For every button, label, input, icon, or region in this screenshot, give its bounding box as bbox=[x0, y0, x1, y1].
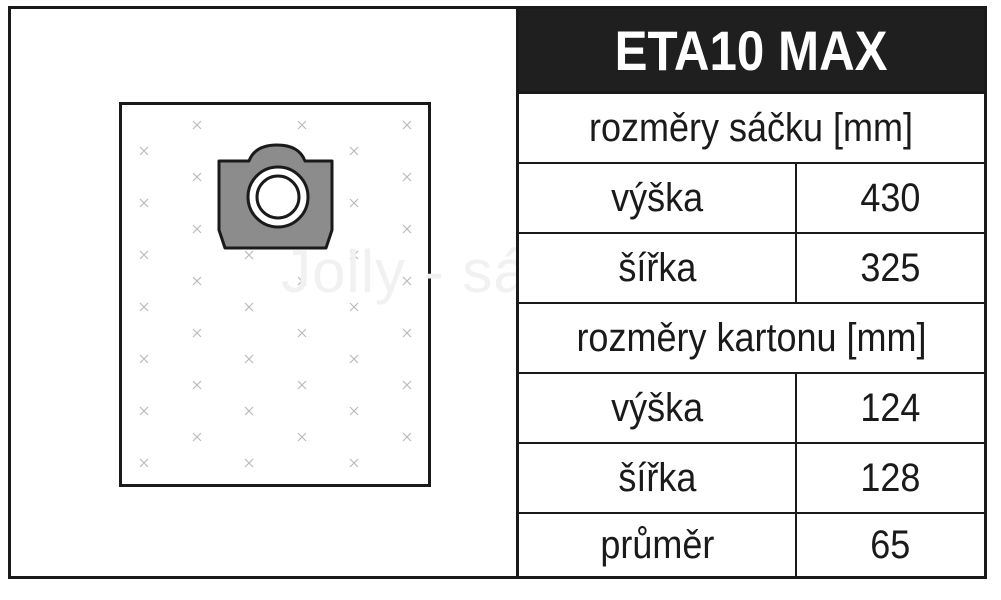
pattern-mark bbox=[139, 302, 149, 312]
carton-width-label: šířka bbox=[617, 455, 697, 500]
product-card: Jolly - sáčky ETA10 MAX rozměry sáčku [m… bbox=[8, 6, 987, 579]
pattern-mark bbox=[297, 432, 307, 442]
spec-table: ETA10 MAX rozměry sáčku [mm] výška 430 š… bbox=[519, 9, 984, 576]
pattern-mark bbox=[402, 380, 412, 390]
pattern-mark bbox=[349, 354, 359, 364]
pattern-mark bbox=[192, 380, 202, 390]
pattern-mark bbox=[244, 354, 254, 364]
watermark-text: Jolly - sáčky bbox=[281, 238, 516, 305]
carton-section-header: rozměry kartonu [mm] bbox=[519, 304, 984, 374]
pattern-mark bbox=[244, 302, 254, 312]
pattern-mark bbox=[192, 120, 202, 130]
pattern-mark bbox=[402, 328, 412, 338]
carton-width-value: 128 bbox=[860, 455, 921, 500]
bag-section-header: rozměry sáčku [mm] bbox=[519, 94, 984, 164]
pattern-mark bbox=[139, 146, 149, 156]
pattern-mark bbox=[244, 250, 254, 260]
pattern-mark bbox=[349, 198, 359, 208]
carton-diameter-label: průměr bbox=[599, 522, 715, 567]
carton-diameter-value: 65 bbox=[870, 522, 911, 567]
pattern-mark bbox=[349, 250, 359, 260]
pattern-mark bbox=[297, 120, 307, 130]
pattern-mark bbox=[297, 276, 307, 286]
pattern-mark bbox=[402, 432, 412, 442]
carton-row-width: šířka 128 bbox=[519, 444, 984, 514]
illustration-panel: Jolly - sáčky bbox=[11, 9, 519, 576]
vacuum-bag-icon bbox=[119, 102, 431, 487]
pattern-mark bbox=[192, 432, 202, 442]
carton-section-header-text: rozměry kartonu [mm] bbox=[576, 315, 927, 360]
pattern-mark bbox=[402, 172, 412, 182]
carton-row-height: výška 124 bbox=[519, 374, 984, 444]
pattern-mark bbox=[349, 406, 359, 416]
pattern-mark bbox=[192, 276, 202, 286]
pattern-mark bbox=[192, 224, 202, 234]
pattern-mark bbox=[402, 276, 412, 286]
cross-pattern-icon bbox=[139, 120, 412, 468]
product-title: ETA10 MAX bbox=[519, 9, 984, 94]
product-title-text: ETA10 MAX bbox=[615, 18, 888, 82]
bag-height-value: 430 bbox=[860, 175, 921, 220]
pattern-mark bbox=[139, 198, 149, 208]
pattern-mark bbox=[139, 458, 149, 468]
pattern-mark bbox=[192, 172, 202, 182]
pattern-mark bbox=[402, 224, 412, 234]
pattern-mark bbox=[244, 406, 254, 416]
pattern-mark bbox=[139, 354, 149, 364]
pattern-mark bbox=[139, 406, 149, 416]
pattern-mark bbox=[349, 302, 359, 312]
carton-height-value: 124 bbox=[860, 385, 921, 430]
pattern-mark bbox=[297, 380, 307, 390]
pattern-mark bbox=[349, 146, 359, 156]
bag-row-width: šířka 325 bbox=[519, 234, 984, 304]
bag-collar-icon bbox=[217, 143, 334, 250]
carton-row-diameter: průměr 65 bbox=[519, 514, 984, 576]
bag-row-height: výška 430 bbox=[519, 164, 984, 234]
bag-width-label: šířka bbox=[617, 245, 697, 290]
bag-width-value: 325 bbox=[860, 245, 921, 290]
bag-height-label: výška bbox=[610, 175, 704, 220]
bag-drawing bbox=[139, 120, 412, 468]
pattern-mark bbox=[349, 458, 359, 468]
pattern-mark bbox=[139, 250, 149, 260]
pattern-mark bbox=[297, 328, 307, 338]
pattern-mark bbox=[402, 120, 412, 130]
carton-height-label: výška bbox=[610, 385, 704, 430]
bag-section-header-text: rozměry sáčku [mm] bbox=[589, 105, 914, 150]
pattern-mark bbox=[244, 458, 254, 468]
pattern-mark bbox=[192, 328, 202, 338]
